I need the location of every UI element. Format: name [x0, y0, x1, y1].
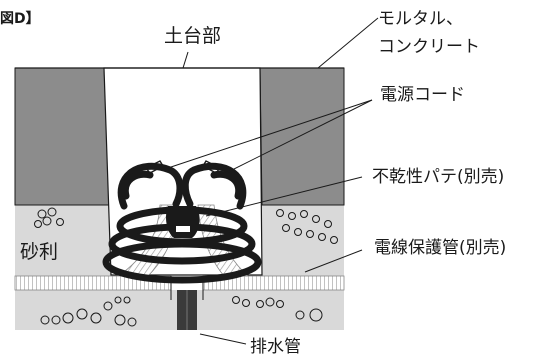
- gravel-label: 砂利: [20, 241, 58, 263]
- power-cord-coils: [102, 160, 262, 284]
- mortar-label-line2: コンクリート: [378, 37, 480, 57]
- putty-blob: [166, 206, 200, 238]
- putty-label: 不乾性パテ(別売): [372, 167, 504, 187]
- ground-section: [14, 67, 345, 330]
- foundation-label: 土台部: [164, 25, 221, 47]
- figure-label: 図D】: [0, 11, 40, 27]
- concrete-left: [14, 67, 112, 206]
- power-cord-label: 電源コード: [380, 85, 465, 105]
- leader-lines: [167, 17, 379, 345]
- mortar-label-line1: モルタル、: [378, 9, 463, 29]
- conduit-rise-right: [197, 204, 250, 277]
- drain-pipe-label: 排水管: [250, 337, 301, 357]
- conduit-label: 電線保護管(別売): [374, 238, 506, 258]
- pebbles: [34, 207, 338, 327]
